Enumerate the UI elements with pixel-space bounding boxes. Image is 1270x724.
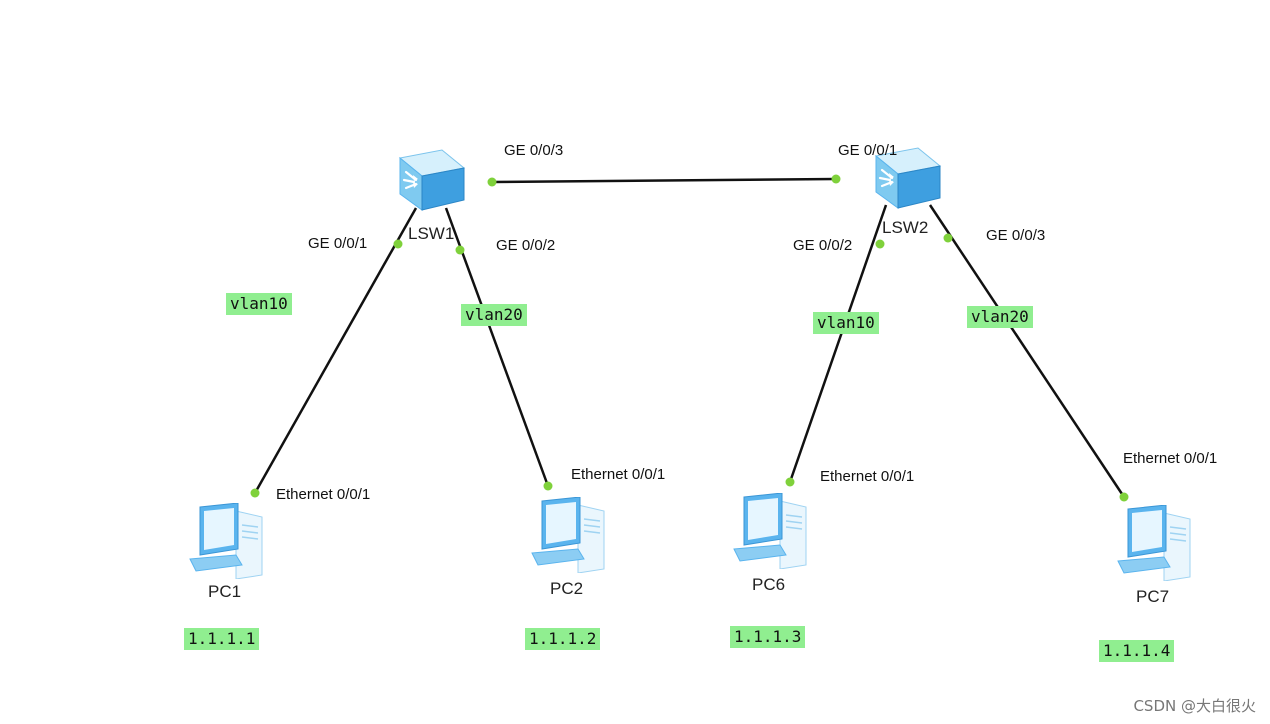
vlan-tag-pc1: vlan10 (226, 293, 292, 315)
pc1-label: PC1 (208, 582, 242, 601)
link-lsw2-pc7 (928, 204, 1126, 498)
port-label-lsw1-ge002: GE 0/0/2 (496, 237, 556, 254)
port-label-pc6-eth: Ethernet 0/0/1 (820, 468, 915, 485)
port-dot-lsw2-ge002 (875, 239, 885, 249)
link-lsw1-pc1 (253, 207, 418, 494)
ip-tag-pc6: 1.1.1.3 (730, 626, 806, 648)
port-label-lsw1-ge003: GE 0/0/3 (504, 142, 564, 159)
port-label-pc7-eth: Ethernet 0/0/1 (1123, 450, 1218, 467)
vlan-tag-pc2: vlan20 (461, 304, 527, 326)
vlan-tag-pc7: vlan20 (967, 306, 1033, 328)
port-dot-pc7-eth (1119, 492, 1129, 502)
port-label-lsw1-ge001: GE 0/0/1 (308, 235, 368, 252)
port-dot-lsw1-ge003 (487, 177, 497, 187)
ip-tag-pc7: 1.1.1.4 (1099, 640, 1175, 662)
pc6-computer-icon[interactable] (730, 493, 810, 569)
ip-tag-pc1: 1.1.1.1 (184, 628, 260, 650)
port-label-pc1-eth: Ethernet 0/0/1 (276, 486, 371, 503)
vlan-tag-pc6: vlan10 (813, 312, 879, 334)
port-label-lsw2-ge002: GE 0/0/2 (793, 237, 853, 254)
port-label-lsw2-ge001: GE 0/0/1 (838, 142, 898, 159)
port-dot-pc6-eth (785, 477, 795, 487)
link-lsw2-pc6 (788, 204, 888, 483)
pc2-computer-icon[interactable] (528, 497, 608, 573)
port-dot-lsw2-ge003 (943, 233, 953, 243)
port-dot-lsw2-ge001 (831, 174, 841, 184)
pc7-computer-icon[interactable] (1114, 505, 1194, 581)
lsw2-switch-icon[interactable] (870, 146, 942, 210)
ip-tag-pc2: 1.1.1.2 (525, 628, 601, 650)
link-lsw1-lsw2 (491, 177, 837, 184)
port-dot-pc2-eth (543, 481, 553, 491)
lsw2-label: LSW2 (882, 218, 929, 237)
pc7-label: PC7 (1136, 587, 1170, 606)
port-dot-lsw1-ge002 (455, 245, 465, 255)
port-label-lsw2-ge003: GE 0/0/3 (986, 227, 1046, 244)
lsw1-switch-icon[interactable] (394, 148, 466, 212)
port-dot-pc1-eth (250, 488, 260, 498)
lsw1-label: LSW1 (408, 224, 455, 243)
port-dot-lsw1-ge001 (393, 239, 403, 249)
pc6-label: PC6 (752, 575, 786, 594)
link-lsw1-pc2 (444, 207, 550, 487)
port-label-pc2-eth: Ethernet 0/0/1 (571, 466, 666, 483)
pc2-label: PC2 (550, 579, 584, 598)
pc1-computer-icon[interactable] (186, 503, 266, 579)
watermark: CSDN @大白很火 (1133, 697, 1256, 715)
